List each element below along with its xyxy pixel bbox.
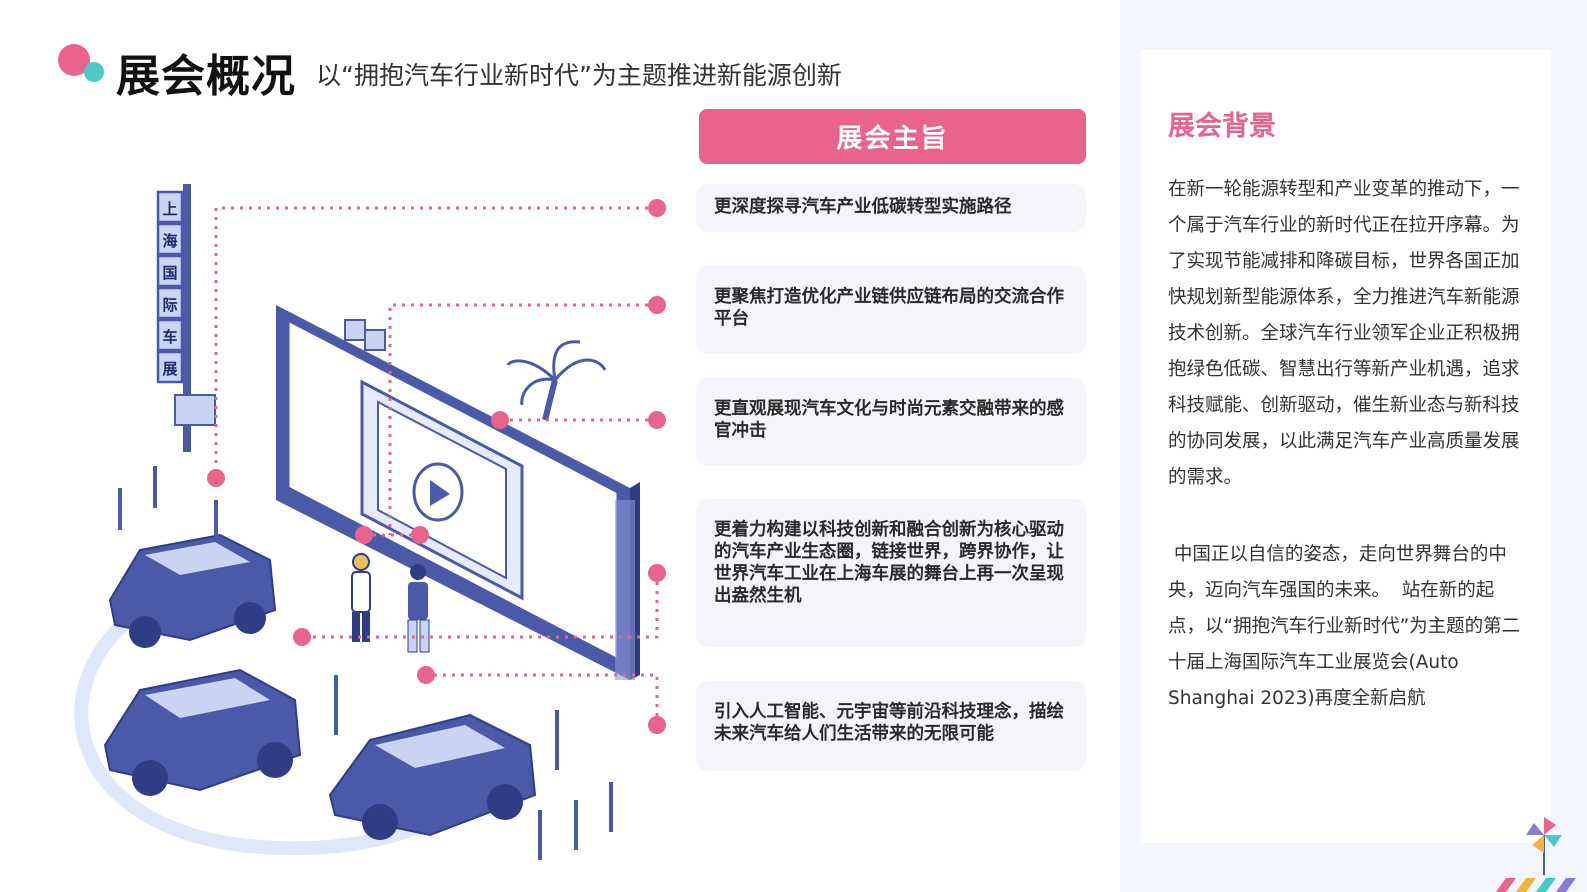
decorative-stripes xyxy=(1496,878,1576,892)
mission-text: 更着力构建以科技创新和融合创新为核心驱动的汽车产业生态圈，链接世界，跨界协作，让… xyxy=(714,520,1064,606)
people xyxy=(351,553,430,653)
sign-char: 上 xyxy=(162,200,177,218)
shanghai-sign: 上 海 国 际 车 展 xyxy=(156,184,216,452)
sign-char: 际 xyxy=(162,296,177,314)
auto-show-illustration: 上 海 国 际 车 展 xyxy=(74,184,666,860)
page-title: 展会概况 xyxy=(116,51,296,102)
billboard xyxy=(276,305,640,680)
mission-text: 更直观展现汽车文化与时尚元素交融带来的感官冲击 xyxy=(714,399,1064,441)
pinwheel-icon xyxy=(1526,817,1562,875)
car-top-left xyxy=(108,533,277,648)
mission-card: 更着力构建以科技创新和融合创新为核心驱动的汽车产业生态圈，链接世界，跨界协作，让… xyxy=(696,499,1086,647)
sign-char: 国 xyxy=(162,264,177,282)
mission-header: 展会主旨 xyxy=(699,109,1086,164)
mission-text: 更聚焦打造优化产业链供应链布局的交流合作平台 xyxy=(714,287,1064,329)
mission-text: 更深度探寻汽车产业低碳转型实施路径 xyxy=(714,197,1012,217)
background-paragraph-2: 中国正以自信的姿态，走向世界舞台的中央，迈向汽车强国的未来。 站在新的起点，以“… xyxy=(1168,544,1521,709)
sign-char: 海 xyxy=(162,232,177,250)
mission-card: 更直观展现汽车文化与时尚元素交融带来的感官冲击 xyxy=(696,378,1086,466)
background-paragraph-1: 在新一轮能源转型和产业变革的推动下，一个属于汽车行业的新时代正在拉开序幕。为了实… xyxy=(1168,179,1520,488)
page-subtitle: 以“拥抱汽车行业新时代”为主题推进新能源创新 xyxy=(316,61,842,90)
mission-text: 引入人工智能、元宇宙等前沿科技理念，描绘未来汽车给人们生活带来的无限可能 xyxy=(714,702,1064,744)
logo-dot-teal xyxy=(84,62,104,82)
sign-char: 展 xyxy=(162,360,177,378)
right-panel-card xyxy=(1141,50,1551,843)
mission-card: 引入人工智能、元宇宙等前沿科技理念，描绘未来汽车给人们生活带来的无限可能 xyxy=(696,681,1086,771)
parking-posts xyxy=(118,466,613,860)
palm-tree xyxy=(506,340,607,421)
car-bottom-right xyxy=(328,713,537,840)
car-middle xyxy=(103,668,302,796)
sign-char: 车 xyxy=(162,328,177,346)
logo-dots xyxy=(58,44,110,86)
connector-dots xyxy=(207,199,666,734)
background-title: 展会背景 xyxy=(1168,111,1276,142)
connector-lines xyxy=(214,206,659,725)
mission-card: 更深度探寻汽车产业低碳转型实施路径 xyxy=(696,184,1086,232)
mission-card: 更聚焦打造优化产业链供应链布局的交流合作平台 xyxy=(696,266,1086,354)
